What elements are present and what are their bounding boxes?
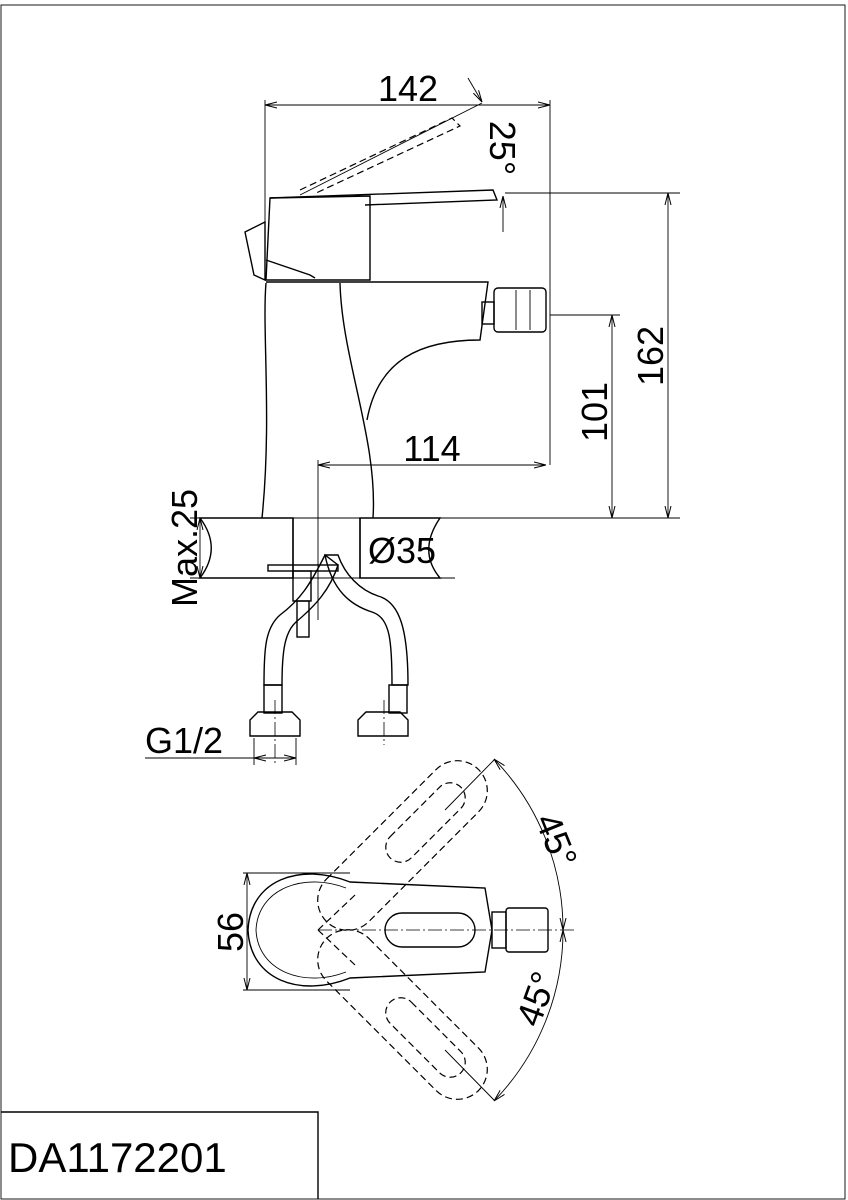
fixing-stud — [296, 600, 310, 638]
depth-label: 56 — [210, 912, 251, 952]
right-connector-nut — [357, 711, 409, 737]
lever-angle-label: 25° — [482, 121, 523, 175]
top-view: 56 45° 45° — [210, 748, 586, 1111]
faucet-body — [261, 282, 268, 519]
title-block: DA1172201 — [1, 1111, 319, 1199]
spout-reach-label: 114 — [403, 428, 460, 469]
hole-diameter-label: Ø35 — [368, 530, 436, 571]
side-view: 142 25° 162 101 114 — [145, 68, 680, 765]
lower-angle-label: 45° — [508, 966, 565, 1031]
spout-height-label: 101 — [574, 382, 615, 442]
sheet-border — [0, 4, 846, 1200]
lever-handle — [265, 195, 371, 281]
lever-slot — [384, 912, 476, 948]
max-thickness-label: Max.25 — [164, 489, 205, 607]
left-hose — [263, 553, 339, 686]
thread-label: G1/2 — [145, 720, 223, 761]
bidet-nozzle — [481, 287, 547, 333]
countertop-section — [190, 517, 455, 579]
height-label: 162 — [630, 326, 671, 386]
right-hose — [324, 554, 409, 686]
left-connector-nut — [249, 711, 301, 737]
width-label: 142 — [378, 68, 438, 109]
model-code: DA1172201 — [8, 1134, 227, 1181]
